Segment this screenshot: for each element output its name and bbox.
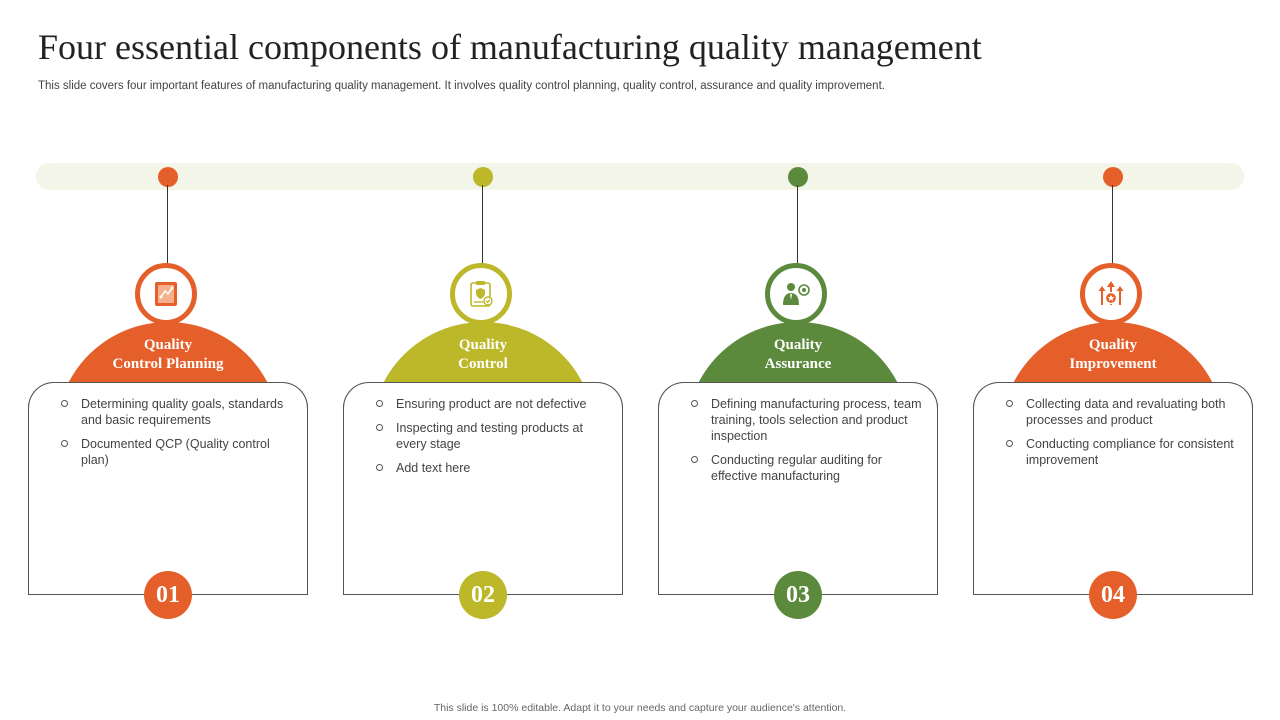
bullet-item: Collecting data and revaluating both pro… [1006,396,1242,428]
bullet-item: Conducting compliance for consistent imp… [1006,436,1242,468]
step-number: 03 [774,571,822,619]
timeline-dot [788,167,808,187]
timeline-dot [473,167,493,187]
bullet-item: Defining manufacturing process, team tra… [691,396,927,444]
page-subtitle: This slide covers four important feature… [38,80,885,92]
businessman-badge-icon [765,263,827,325]
component-title-line1: Quality [458,337,508,353]
component-title: Quality Control Planning [56,336,280,374]
component-title: Quality Improvement [1001,336,1225,374]
component-title-line2: Control Planning [112,356,224,372]
component-title-line2: Assurance [764,356,832,372]
bullet-list: Ensuring product are not defective Inspe… [376,396,612,484]
connector-line [482,185,483,265]
component-title: Quality Assurance [686,336,910,374]
timeline-dot [158,167,178,187]
component-title-line1: Quality [1088,337,1138,353]
component-quality-control: Ensuring product are not defective Inspe… [343,166,623,621]
step-number: 01 [144,571,192,619]
connector-line [167,185,168,265]
component-quality-assurance: Defining manufacturing process, team tra… [658,166,938,621]
content-card: Determining quality goals, standards and… [28,382,308,595]
step-number: 02 [459,571,507,619]
content-card: Collecting data and revaluating both pro… [973,382,1253,595]
bullet-list: Determining quality goals, standards and… [61,396,297,476]
page-title: Four essential components of manufacturi… [38,27,982,67]
bullet-item: Ensuring product are not defective [376,396,612,412]
growth-arrows-star-icon [1080,263,1142,325]
connector-line [797,185,798,265]
component-title-line2: Improvement [1069,356,1157,372]
timeline-dot [1103,167,1123,187]
planning-board-icon [135,263,197,325]
content-card: Defining manufacturing process, team tra… [658,382,938,595]
component-title-line2: Control [458,356,508,372]
timeline-bar [36,163,1244,190]
component-title-line1: Quality [773,337,823,353]
bullet-list: Collecting data and revaluating both pro… [1006,396,1242,476]
footer-note: This slide is 100% editable. Adapt it to… [433,702,847,714]
content-card: Ensuring product are not defective Inspe… [343,382,623,595]
bullet-item: Documented QCP (Quality control plan) [61,436,297,468]
bullet-item: Conducting regular auditing for effectiv… [691,452,927,484]
component-title: Quality Control [371,336,595,374]
bullet-item: Determining quality goals, standards and… [61,396,297,428]
connector-line [1112,185,1113,265]
component-title-line1: Quality [143,337,193,353]
bullet-item: Add text here [376,460,612,476]
bullet-list: Defining manufacturing process, team tra… [691,396,927,492]
component-quality-control-planning: Determining quality goals, standards and… [28,166,308,621]
shield-checklist-icon [450,263,512,325]
step-number: 04 [1089,571,1137,619]
component-quality-improvement: Collecting data and revaluating both pro… [973,166,1253,621]
bullet-item: Inspecting and testing products at every… [376,420,612,452]
